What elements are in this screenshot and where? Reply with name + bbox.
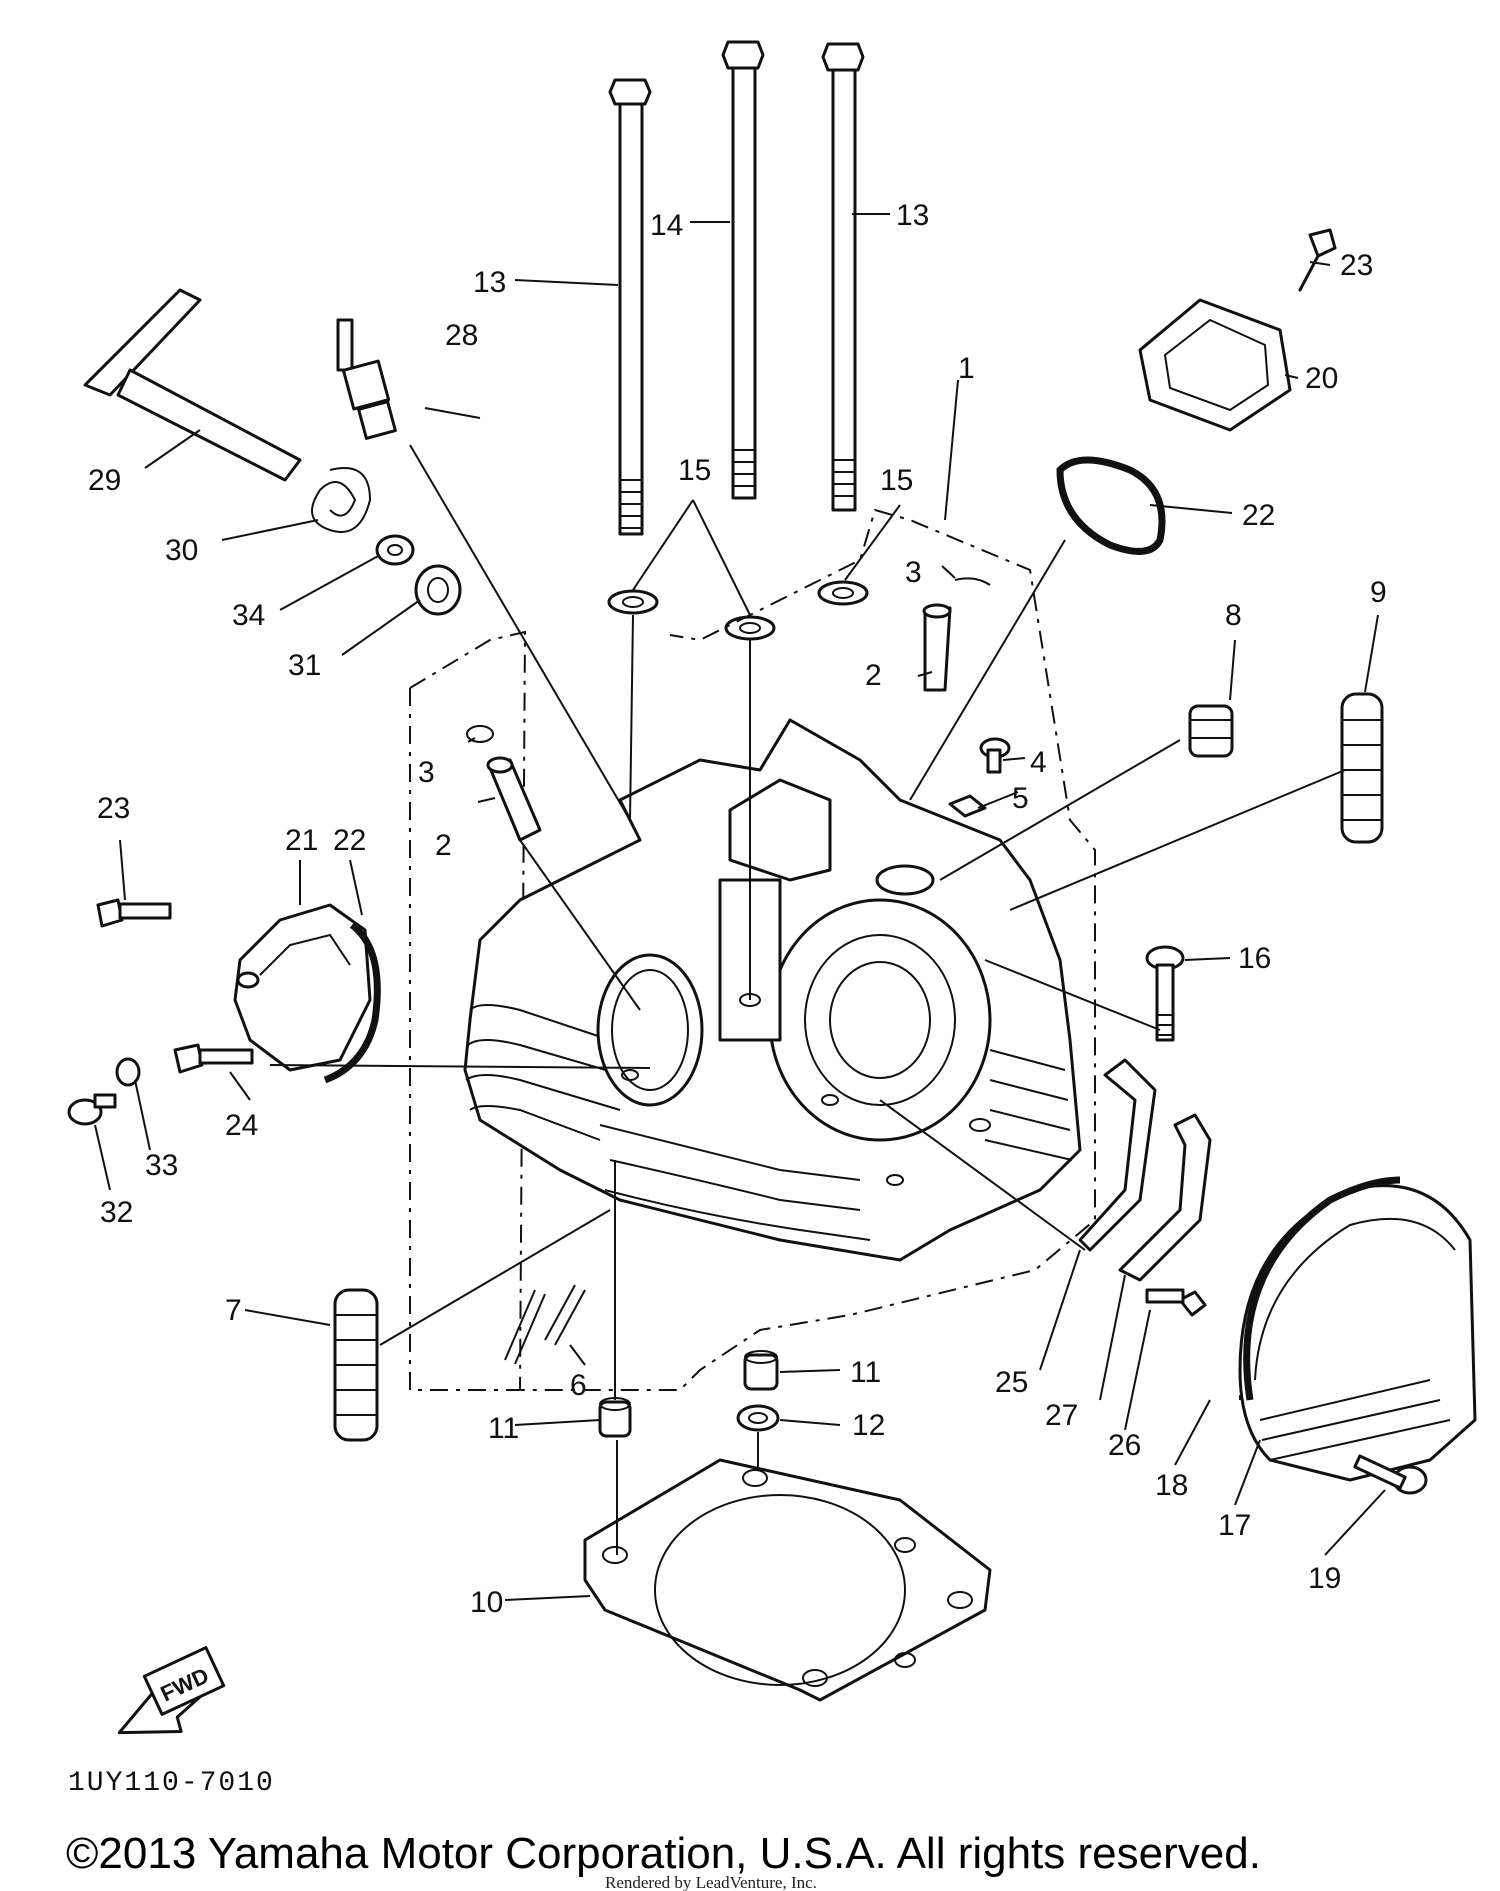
callout-1: 1 [958, 352, 975, 385]
cylinder-head [463, 718, 1082, 1262]
bolt-26 [1145, 1288, 1207, 1317]
callout-22b: 22 [333, 824, 366, 857]
circlip-3a [466, 725, 494, 743]
spark-plug-28 [336, 318, 397, 440]
callout-3a: 3 [418, 756, 435, 789]
bolt-23-top [1298, 228, 1337, 292]
callout-2b: 2 [865, 659, 882, 692]
callout-16: 16 [1238, 942, 1271, 975]
callout-27: 27 [1045, 1399, 1078, 1432]
callout-22a: 22 [1242, 499, 1275, 532]
torsion-spring-30 [311, 467, 372, 533]
washer-15b [724, 615, 776, 641]
callout-29: 29 [88, 464, 121, 497]
washer-33 [115, 1057, 141, 1087]
valve-guide-2a [486, 756, 542, 842]
o-ring-22-top [1056, 456, 1166, 555]
circlip-3b [954, 577, 991, 586]
callout-34: 34 [232, 599, 265, 632]
head-gasket-10 [583, 1458, 992, 1702]
callout-14: 14 [650, 209, 683, 242]
dowel-11b [598, 1397, 632, 1438]
callout-18: 18 [1155, 1469, 1188, 1502]
callout-33: 33 [145, 1149, 178, 1182]
callout-15b: 15 [880, 464, 913, 497]
callout-4: 4 [1030, 746, 1047, 779]
callout-21: 21 [285, 824, 318, 857]
decompression-lever-29 [83, 288, 302, 482]
washer-5 [948, 794, 987, 818]
callout-6: 6 [570, 1369, 587, 1402]
head-bolt-13-right [821, 42, 865, 512]
fwd-arrow [117, 1646, 226, 1735]
callout-30: 30 [165, 534, 198, 567]
spring-9 [1340, 692, 1384, 844]
callout-20: 20 [1305, 362, 1338, 395]
callout-10: 10 [470, 1586, 503, 1619]
callout-31: 31 [288, 649, 321, 682]
callout-11a: 11 [850, 1356, 881, 1389]
cover-21 [233, 903, 372, 1072]
assembly-boundary [409, 508, 1096, 1391]
bolt-4 [979, 737, 1011, 774]
callout-7: 7 [225, 1294, 242, 1327]
washer-34 [375, 534, 415, 566]
oil-seal-31 [414, 564, 462, 616]
callout-15a: 15 [678, 454, 711, 487]
callout-23b: 23 [97, 792, 130, 825]
callout-25: 25 [995, 1366, 1028, 1399]
head-bolt-14 [721, 40, 765, 500]
callout-12: 12 [852, 1409, 885, 1442]
springs-6 [504, 1284, 586, 1365]
cap-8 [1188, 704, 1234, 758]
bolt-16 [1145, 945, 1185, 1042]
callout-24: 24 [225, 1109, 258, 1142]
o-ring-18 [1243, 1176, 1401, 1401]
bolt-23-left [96, 898, 172, 928]
callout-9: 9 [1370, 576, 1387, 609]
dowel-11a [743, 1350, 779, 1391]
callout-23a: 23 [1340, 249, 1373, 282]
rendered-by-note: Rendered by LeadVenture, Inc. [605, 1873, 817, 1891]
tappet-cover-20 [1138, 298, 1292, 432]
callout-17: 17 [1218, 1509, 1251, 1542]
valve-guide-2b [922, 603, 952, 692]
callout-19: 19 [1308, 1562, 1341, 1595]
head-bolt-13-left [608, 78, 652, 536]
leader-lines [94, 213, 1386, 1601]
plug-32 [67, 1093, 117, 1126]
callout-11b: 11 [488, 1412, 519, 1445]
callout-13a: 13 [473, 266, 506, 299]
callout-5: 5 [1012, 782, 1029, 815]
callout-13b: 13 [896, 199, 929, 232]
copyright-notice: ©2013 Yamaha Motor Corporation, U.S.A. A… [66, 1829, 1261, 1878]
callout-8: 8 [1225, 599, 1242, 632]
spring-7 [333, 1288, 379, 1442]
cover-17 [1238, 1184, 1477, 1482]
callout-3b: 3 [905, 556, 922, 589]
callout-28: 28 [445, 319, 478, 352]
diagram-code: 1UY110-7010 [68, 1768, 275, 1799]
bracket-25 [1078, 1058, 1157, 1252]
bolt-19 [1353, 1454, 1428, 1495]
bolt-24 [173, 1043, 254, 1074]
bracket-27 [1118, 1113, 1212, 1282]
washer-15a [607, 589, 659, 615]
o-ring-22-left [323, 922, 381, 1084]
seal-12 [736, 1404, 780, 1432]
callout-2a: 2 [435, 829, 452, 862]
callout-26: 26 [1108, 1429, 1141, 1462]
callout-32: 32 [100, 1196, 133, 1229]
washer-15c [817, 580, 869, 606]
